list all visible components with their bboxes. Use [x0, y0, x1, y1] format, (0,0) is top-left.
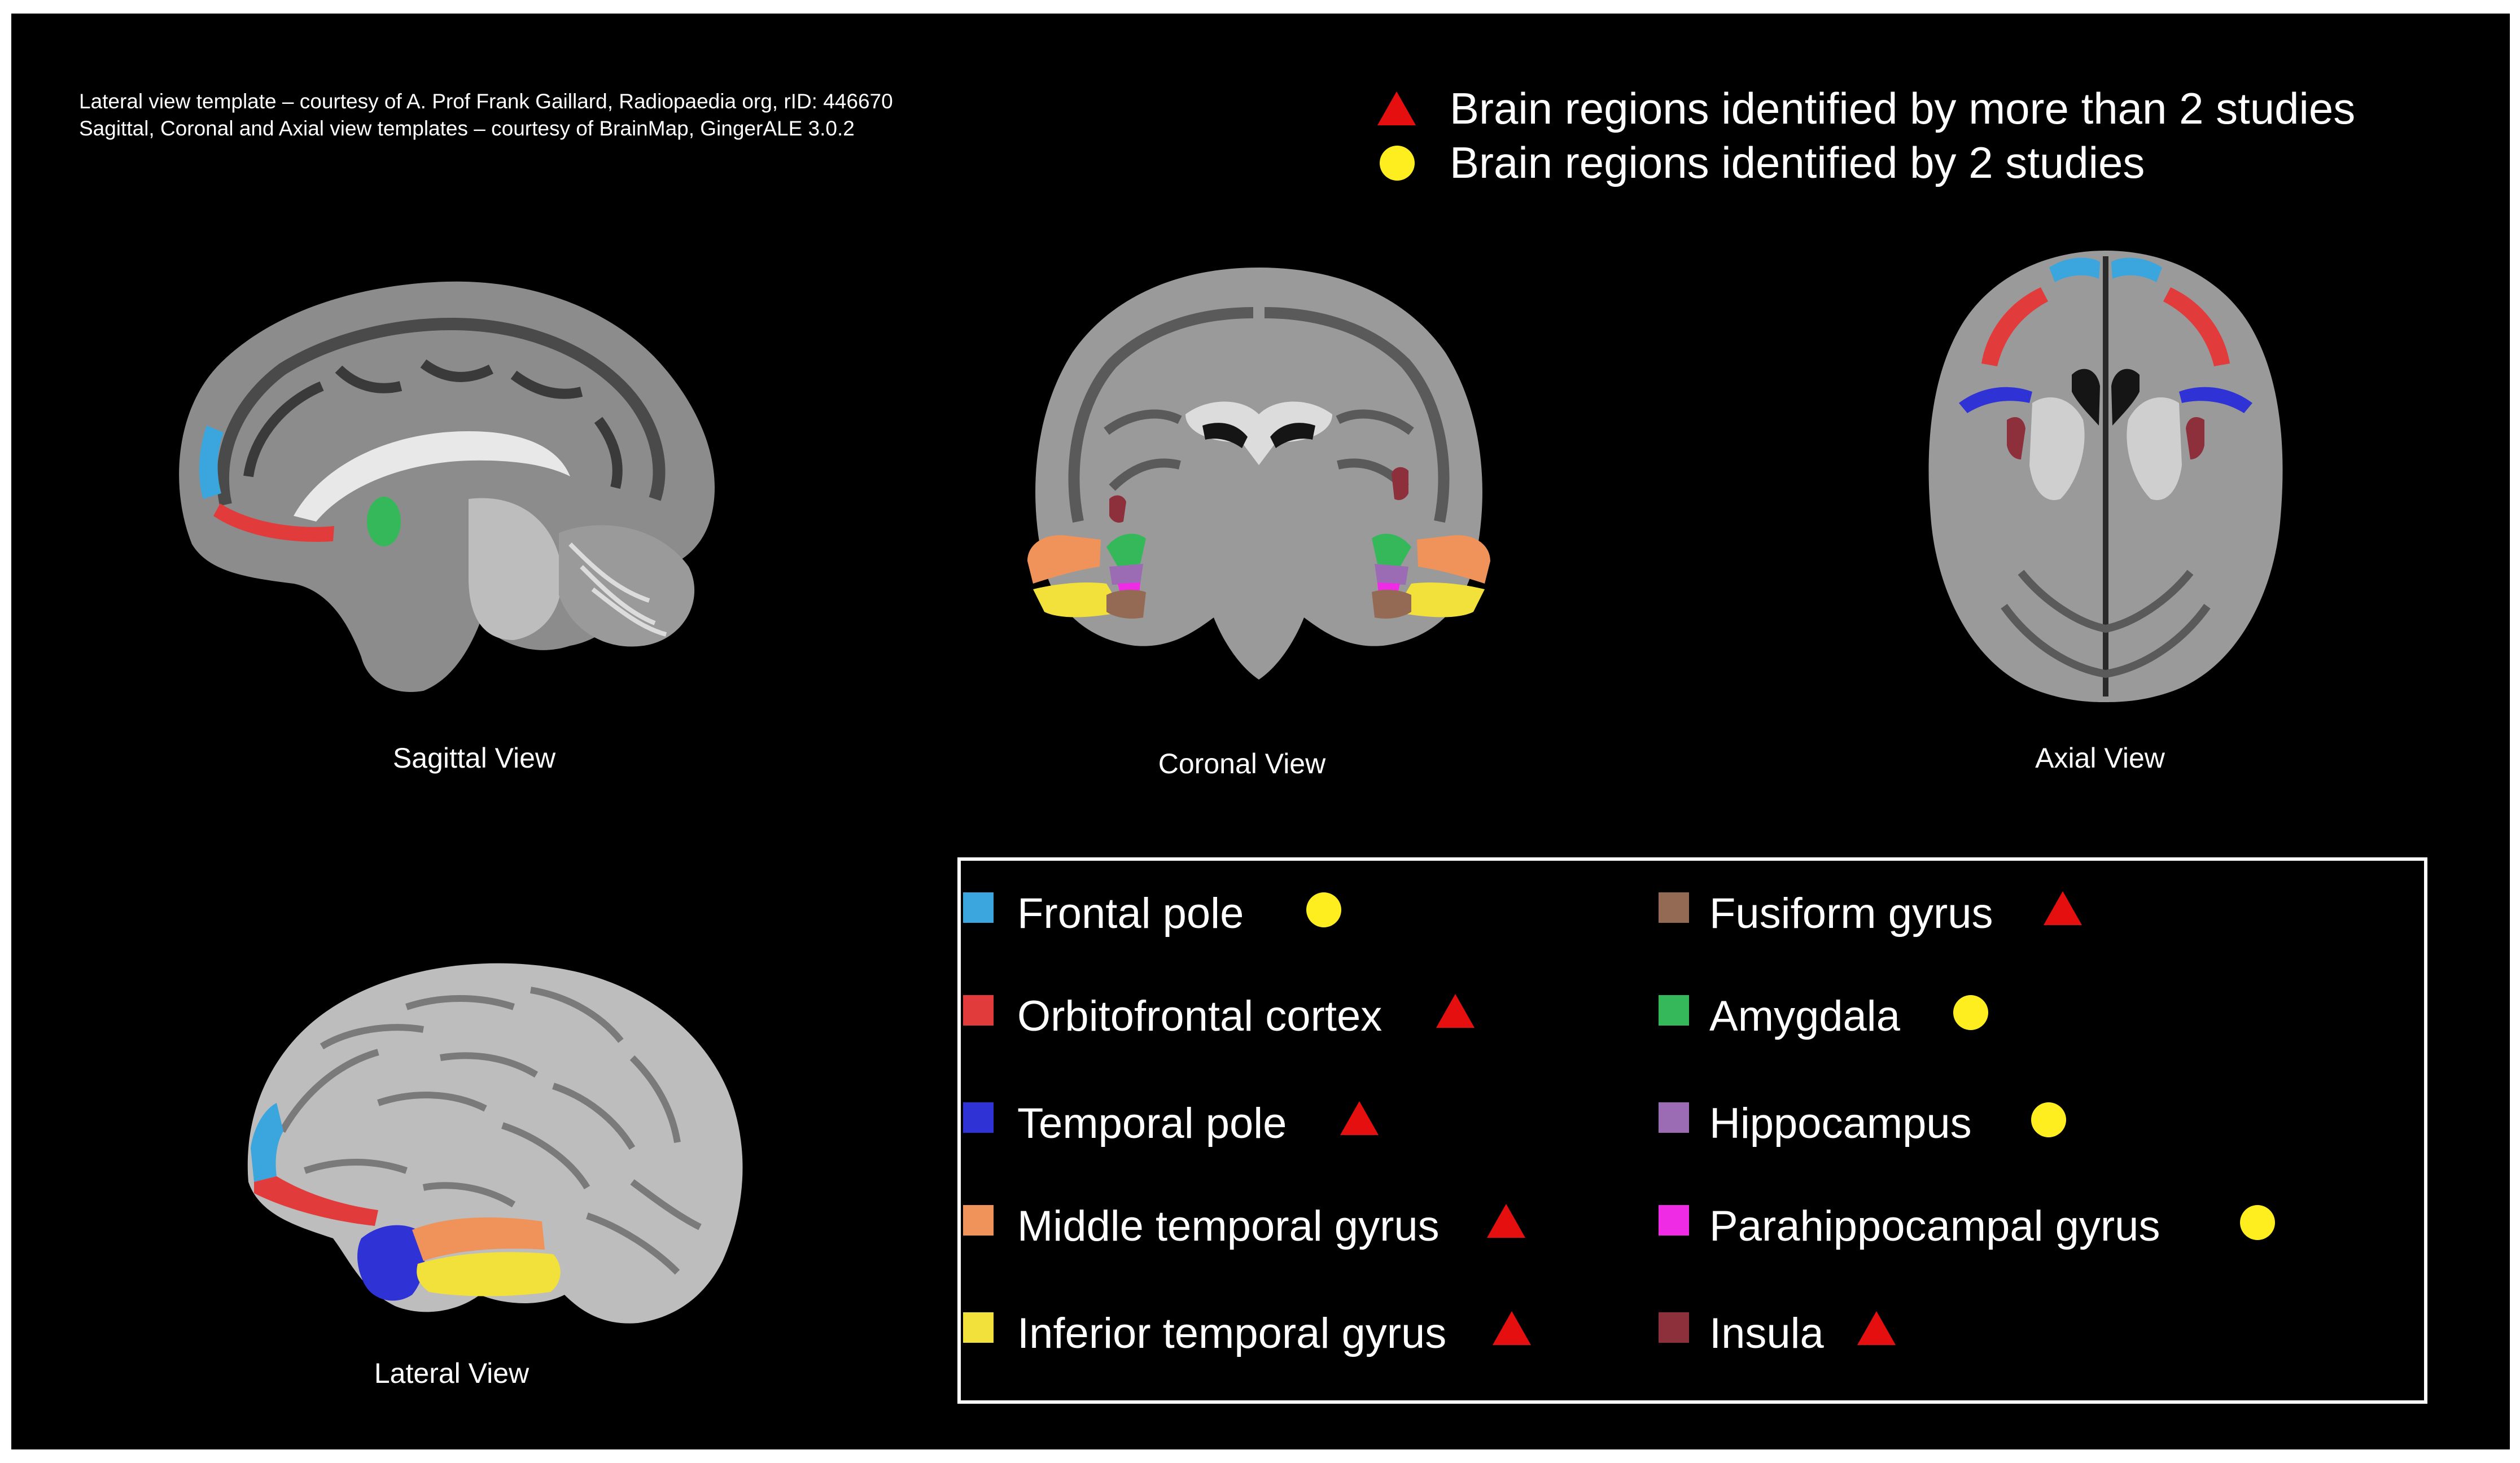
orbitofrontal-cortex-swatch: [963, 995, 994, 1026]
coronal-brain-image: [1010, 251, 1507, 691]
legend-label: Temporal pole: [1017, 1099, 1287, 1148]
sagittal-view-label: Sagittal View: [393, 742, 555, 774]
template-credits: Lateral view template – courtesy of A. P…: [79, 88, 893, 142]
frontal-pole-swatch: [963, 892, 994, 923]
parahippocampal-gyrus-swatch: [1659, 1205, 1689, 1236]
legend-label: Frontal pole: [1017, 889, 1244, 938]
sagittal-brain-image: [152, 251, 751, 713]
hippocampus-swatch: [1659, 1102, 1689, 1133]
significance-legend-row-circle: Brain regions identified by 2 studies: [1366, 135, 2355, 190]
significance-legend: Brain regions identified by more than 2 …: [1366, 81, 2355, 190]
legend-label: Insula: [1709, 1309, 1824, 1358]
figure-canvas: Lateral view template – courtesy of A. P…: [11, 14, 2510, 1449]
legend-label: Middle temporal gyrus: [1017, 1202, 1440, 1251]
red-triangle-icon: [1340, 1101, 1379, 1135]
yellow-circle-icon: [1953, 995, 1988, 1030]
yellow-circle-icon: [2240, 1205, 2275, 1240]
lateral-view-label: Lateral View: [374, 1357, 529, 1390]
red-triangle-icon: [1857, 1311, 1896, 1345]
red-triangle-icon: [1377, 91, 1416, 125]
yellow-circle-icon: [1380, 146, 1415, 181]
legend-label: Parahippocampal gyrus: [1709, 1202, 2160, 1251]
yellow-circle-icon: [1306, 892, 1341, 927]
significance-legend-row-triangle: Brain regions identified by more than 2 …: [1366, 81, 2355, 135]
credit-line-lateral: Lateral view template – courtesy of A. P…: [79, 88, 893, 115]
legend-label: Hippocampus: [1709, 1099, 1972, 1148]
red-triangle-icon: [2044, 891, 2082, 925]
axial-view-label: Axial View: [2035, 742, 2165, 774]
credit-line-brainmap: Sagittal, Coronal and Axial view templat…: [79, 115, 893, 142]
legend-label: Inferior temporal gyrus: [1017, 1309, 1446, 1358]
temporal-pole-swatch: [963, 1102, 994, 1133]
region-legend: Frontal pole Orbitofrontal cortex Tempor…: [957, 857, 2427, 1404]
significance-label-more-than-2: Brain regions identified by more than 2 …: [1450, 84, 2355, 133]
insula-swatch: [1659, 1312, 1689, 1343]
red-triangle-icon: [1487, 1204, 1525, 1238]
red-triangle-icon: [1493, 1311, 1531, 1345]
amygdala-swatch: [1659, 995, 1689, 1026]
middle-temporal-gyrus-swatch: [963, 1205, 994, 1236]
legend-label: Amygdala: [1709, 992, 1900, 1041]
fusiform-gyrus-swatch: [1659, 892, 1689, 923]
inferior-temporal-gyrus-swatch: [963, 1312, 994, 1343]
significance-label-2-studies: Brain regions identified by 2 studies: [1450, 138, 2145, 187]
coronal-view-label: Coronal View: [1158, 747, 1325, 780]
legend-label: Fusiform gyrus: [1709, 889, 1993, 938]
lateral-brain-image: [237, 945, 756, 1340]
legend-label: Orbitofrontal cortex: [1017, 992, 1382, 1041]
axial-brain-image: [1919, 234, 2292, 719]
yellow-circle-icon: [2031, 1102, 2066, 1137]
red-triangle-icon: [1436, 994, 1475, 1028]
